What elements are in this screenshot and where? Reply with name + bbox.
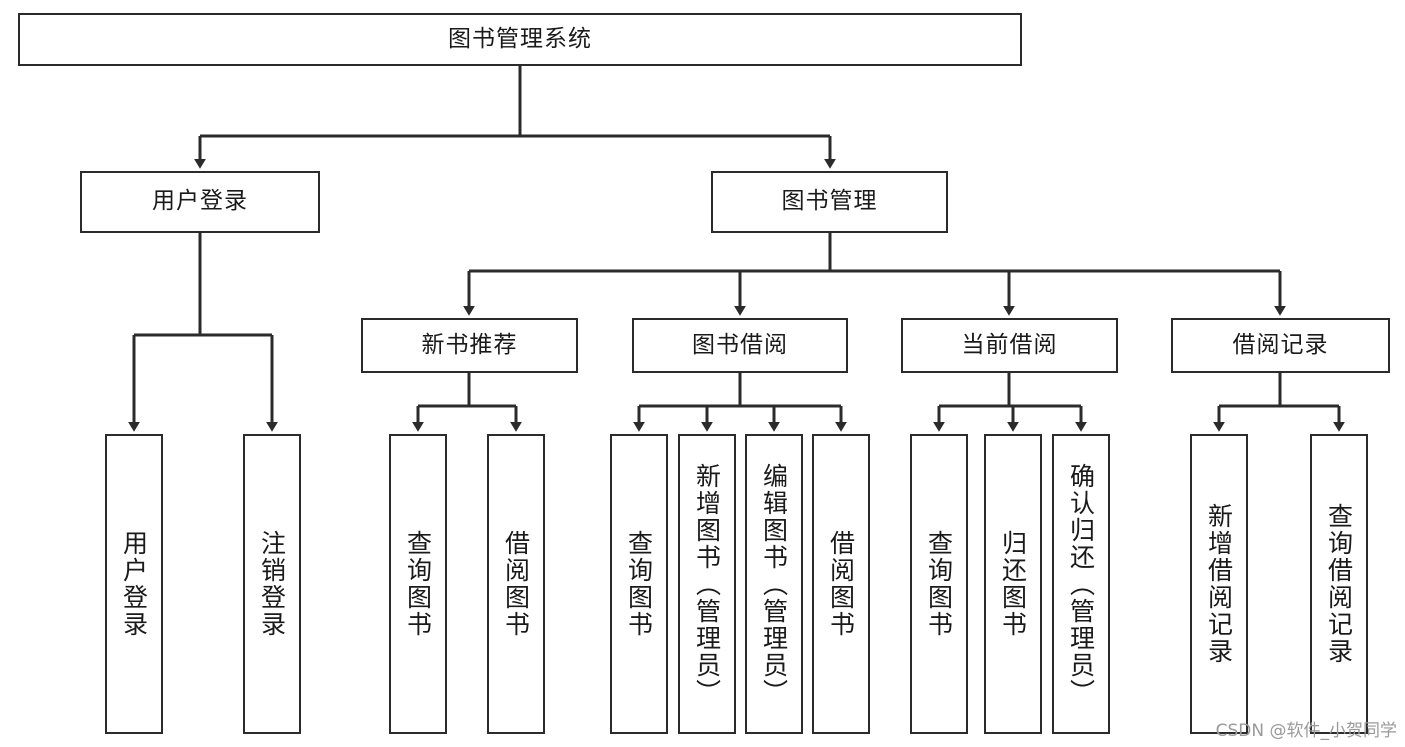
node-label: 新书推荐: [421, 331, 518, 358]
leaf-query-book-1[interactable]: 查询图书: [389, 434, 447, 734]
leaf-return-book[interactable]: 归还图书: [984, 434, 1042, 734]
node-label: 查询借阅记录: [1324, 503, 1354, 665]
node-label: 图书借阅: [692, 331, 788, 358]
node-label: 用户登录: [119, 530, 149, 638]
node-label: 图书管理系统: [448, 25, 592, 52]
node-label: 借阅图书: [501, 530, 531, 638]
node-label: 新增借阅记录: [1204, 503, 1234, 665]
leaf-query-book-2[interactable]: 查询图书: [610, 434, 668, 734]
leaf-edit-book[interactable]: 编辑图书（管理员）: [745, 434, 803, 734]
node-label: 查询图书: [624, 530, 654, 638]
leaf-query-book-3[interactable]: 查询图书: [910, 434, 968, 734]
node-label: 借阅记录: [1232, 331, 1329, 358]
node-label: 借阅图书: [826, 530, 856, 638]
node-user-login[interactable]: 用户登录: [80, 171, 320, 233]
node-current-borrow[interactable]: 当前借阅: [901, 318, 1118, 373]
leaf-add-borrow-record[interactable]: 新增借阅记录: [1190, 434, 1248, 734]
node-label: 新增图书（管理员）: [692, 462, 722, 706]
node-label: 编辑图书（管理员）: [759, 462, 789, 706]
node-label: 查询图书: [403, 530, 433, 638]
node-book-borrow[interactable]: 图书借阅: [632, 318, 848, 373]
leaf-user-login[interactable]: 用户登录: [105, 434, 163, 734]
csdn-watermark: CSDN @软件_小贺同学: [1215, 721, 1397, 741]
leaf-confirm-return[interactable]: 确认归还（管理员）: [1052, 434, 1110, 734]
leaf-add-book[interactable]: 新增图书（管理员）: [678, 434, 736, 734]
leaf-query-borrow-record[interactable]: 查询借阅记录: [1310, 434, 1368, 734]
node-label: 注销登录: [257, 530, 287, 638]
node-label: 确认归还（管理员）: [1066, 462, 1096, 706]
node-label: 图书管理: [781, 188, 878, 215]
node-borrow-record[interactable]: 借阅记录: [1171, 318, 1390, 373]
node-label: 用户登录: [152, 188, 248, 215]
node-book-manage[interactable]: 图书管理: [711, 171, 948, 233]
leaf-borrow-book-1[interactable]: 借阅图书: [487, 434, 545, 734]
node-root-title[interactable]: 图书管理系统: [18, 13, 1022, 66]
node-label: 归还图书: [998, 530, 1028, 638]
leaf-borrow-book-2[interactable]: 借阅图书: [812, 434, 870, 734]
node-label: 当前借阅: [961, 331, 1058, 358]
leaf-logout[interactable]: 注销登录: [243, 434, 301, 734]
node-label: 查询图书: [924, 530, 954, 638]
node-new-book-recommend[interactable]: 新书推荐: [361, 318, 578, 373]
